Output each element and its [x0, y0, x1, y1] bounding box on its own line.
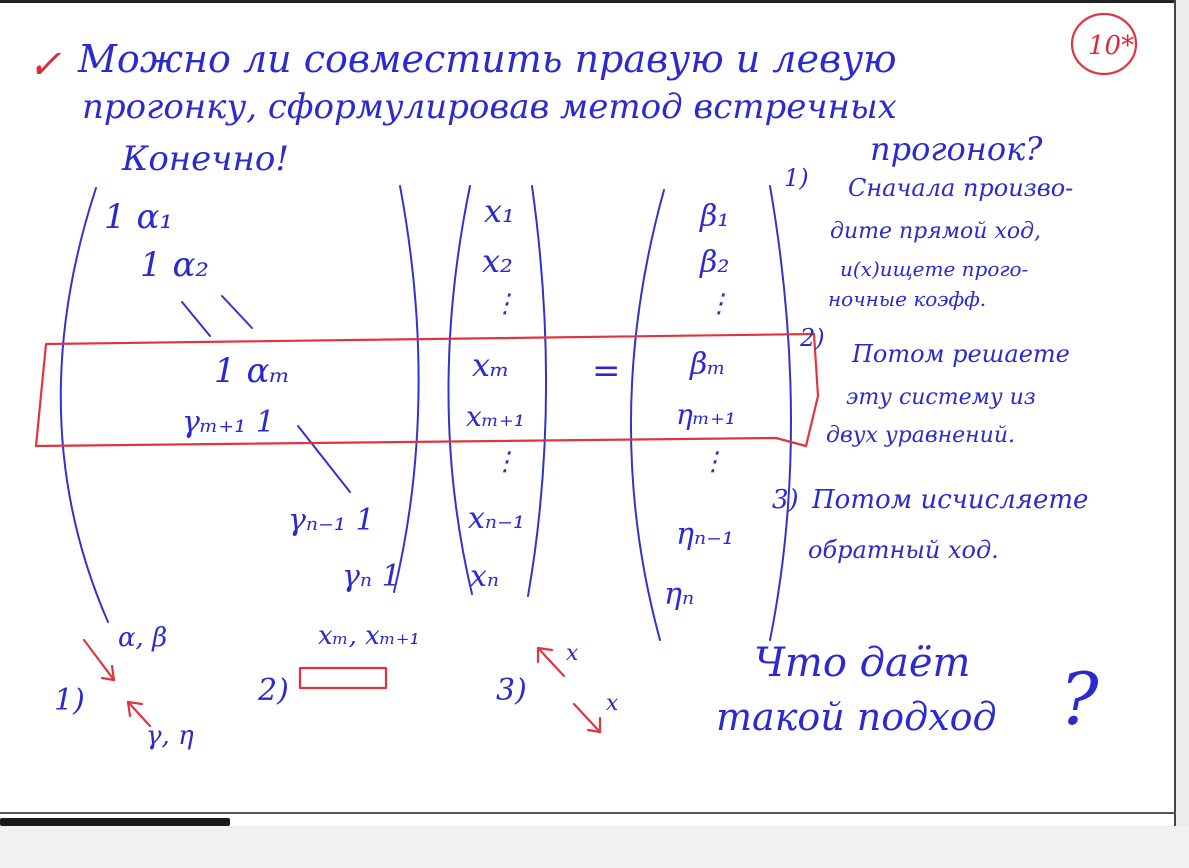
matrix-left-paren-open	[59, 187, 109, 623]
scan-bottom-border	[0, 812, 1176, 814]
step-1-line-1: Сначала произво-	[848, 174, 1073, 202]
matrix-row-n1-left: γₙ₋₁ 1	[288, 503, 375, 538]
heading-line-1: Можно ли совместить правую и левую	[77, 37, 897, 81]
rhs-ellipsis-2: ⋮	[700, 447, 726, 477]
matrix-diagonal-1	[181, 301, 211, 337]
step-2-line-2: эту систему из	[846, 385, 1036, 410]
x-ellipsis-1: ⋮	[492, 289, 518, 319]
vector-x-paren-open	[447, 185, 473, 595]
question-mark: ?	[1060, 657, 1099, 741]
matrix-diagonal-2	[221, 295, 253, 329]
step-3-line-2: обратный ход.	[808, 536, 999, 564]
matrix-left-paren-close	[393, 185, 420, 593]
step-1-line-2: дите прямой ход,	[830, 219, 1041, 244]
rhs-n: ηₙ	[664, 577, 694, 612]
step-2-line-1: Потом решаете	[851, 340, 1070, 368]
x-m: xₘ	[472, 346, 510, 384]
x-n: xₙ	[470, 559, 499, 594]
step-3-number: 3)	[772, 485, 799, 515]
rows-m-m1-highlight	[34, 332, 820, 448]
bottom-2-label: xₘ, xₘ₊₁	[318, 621, 420, 651]
bottom-3-upper-x: x	[566, 641, 579, 666]
bottom-1-backward-arrow-head	[126, 700, 144, 718]
matrix-row-m-left: 1 αₘ	[214, 351, 290, 391]
rhs-m: βₘ	[689, 347, 726, 382]
check-icon: ✓	[28, 42, 62, 88]
bottom-3-down-arrow	[572, 702, 602, 734]
heading-line-2: прогонку, сформулировав метод встречных	[82, 87, 897, 127]
vector-rhs-paren-open	[630, 189, 665, 641]
scan-edge-mark	[0, 818, 230, 826]
equals-sign: =	[592, 351, 621, 391]
page-badge: 10*	[1088, 31, 1134, 61]
matrix-diagonal-3	[297, 425, 351, 493]
bottom-1-forward-arrow	[82, 638, 116, 682]
step-1-line-3: и(х)ищете прого-	[840, 257, 1029, 281]
bottom-1-number: 1)	[54, 683, 85, 718]
bottom-1-backward-arrow	[126, 700, 152, 728]
matrix-row-n-left: γₙ 1	[342, 559, 401, 594]
x-n1: xₙ₋₁	[468, 501, 525, 536]
bottom-3-up-arrow-head	[536, 646, 554, 664]
scan-top-border	[0, 0, 1189, 3]
x-ellipsis-2: ⋮	[492, 447, 518, 477]
x-1: x₁	[484, 192, 515, 230]
scan-right-border	[1174, 0, 1189, 868]
bottom-1-forward-arrow-head	[100, 664, 116, 682]
matrix-row-2-left: 1 α₂	[140, 245, 209, 285]
scan-margin	[0, 826, 1189, 868]
step-3-line-1: Потом исчисляете	[811, 485, 1088, 515]
question-line-2: такой подход	[716, 695, 997, 739]
question-line-1: Что даёт	[754, 640, 970, 686]
bottom-2-number: 2)	[257, 673, 289, 708]
vector-rhs-paren-close	[769, 185, 792, 641]
matrix-row-1-left: 1 α₁	[104, 197, 173, 237]
rhs-ellipsis-1: ⋮	[706, 289, 732, 319]
x-m1: xₘ₊₁	[466, 400, 525, 433]
vector-x-paren-close	[527, 185, 548, 597]
x-2: x₂	[482, 242, 513, 280]
rhs-2: β₂	[699, 245, 729, 280]
bottom-3-down-arrow-head	[586, 716, 602, 734]
heading-line-3: прогонок?	[870, 130, 1043, 168]
bottom-3-up-arrow	[536, 646, 566, 678]
page-badge-circle	[1070, 12, 1138, 76]
rhs-n1: ηₙ₋₁	[676, 517, 734, 552]
bottom-1-top-label: α, β	[118, 623, 167, 653]
rhs-m1: ηₘ₊₁	[676, 398, 736, 431]
step-2-number: 2)	[799, 324, 825, 352]
rhs-1: β₁	[699, 199, 729, 234]
heading-answer: Конечно!	[121, 139, 289, 179]
matrix-row-m1-left: γₘ₊₁ 1	[182, 405, 275, 440]
bottom-1-bottom-label: γ, η	[146, 721, 194, 751]
step-2-line-3: двух уравнений.	[826, 423, 1015, 448]
bottom-2-block	[298, 666, 388, 690]
step-1-number: 1)	[784, 164, 809, 192]
step-1-line-4: ночные коэфф.	[828, 287, 986, 311]
bottom-3-number: 3)	[496, 673, 527, 708]
bottom-3-lower-x: x	[606, 691, 619, 716]
